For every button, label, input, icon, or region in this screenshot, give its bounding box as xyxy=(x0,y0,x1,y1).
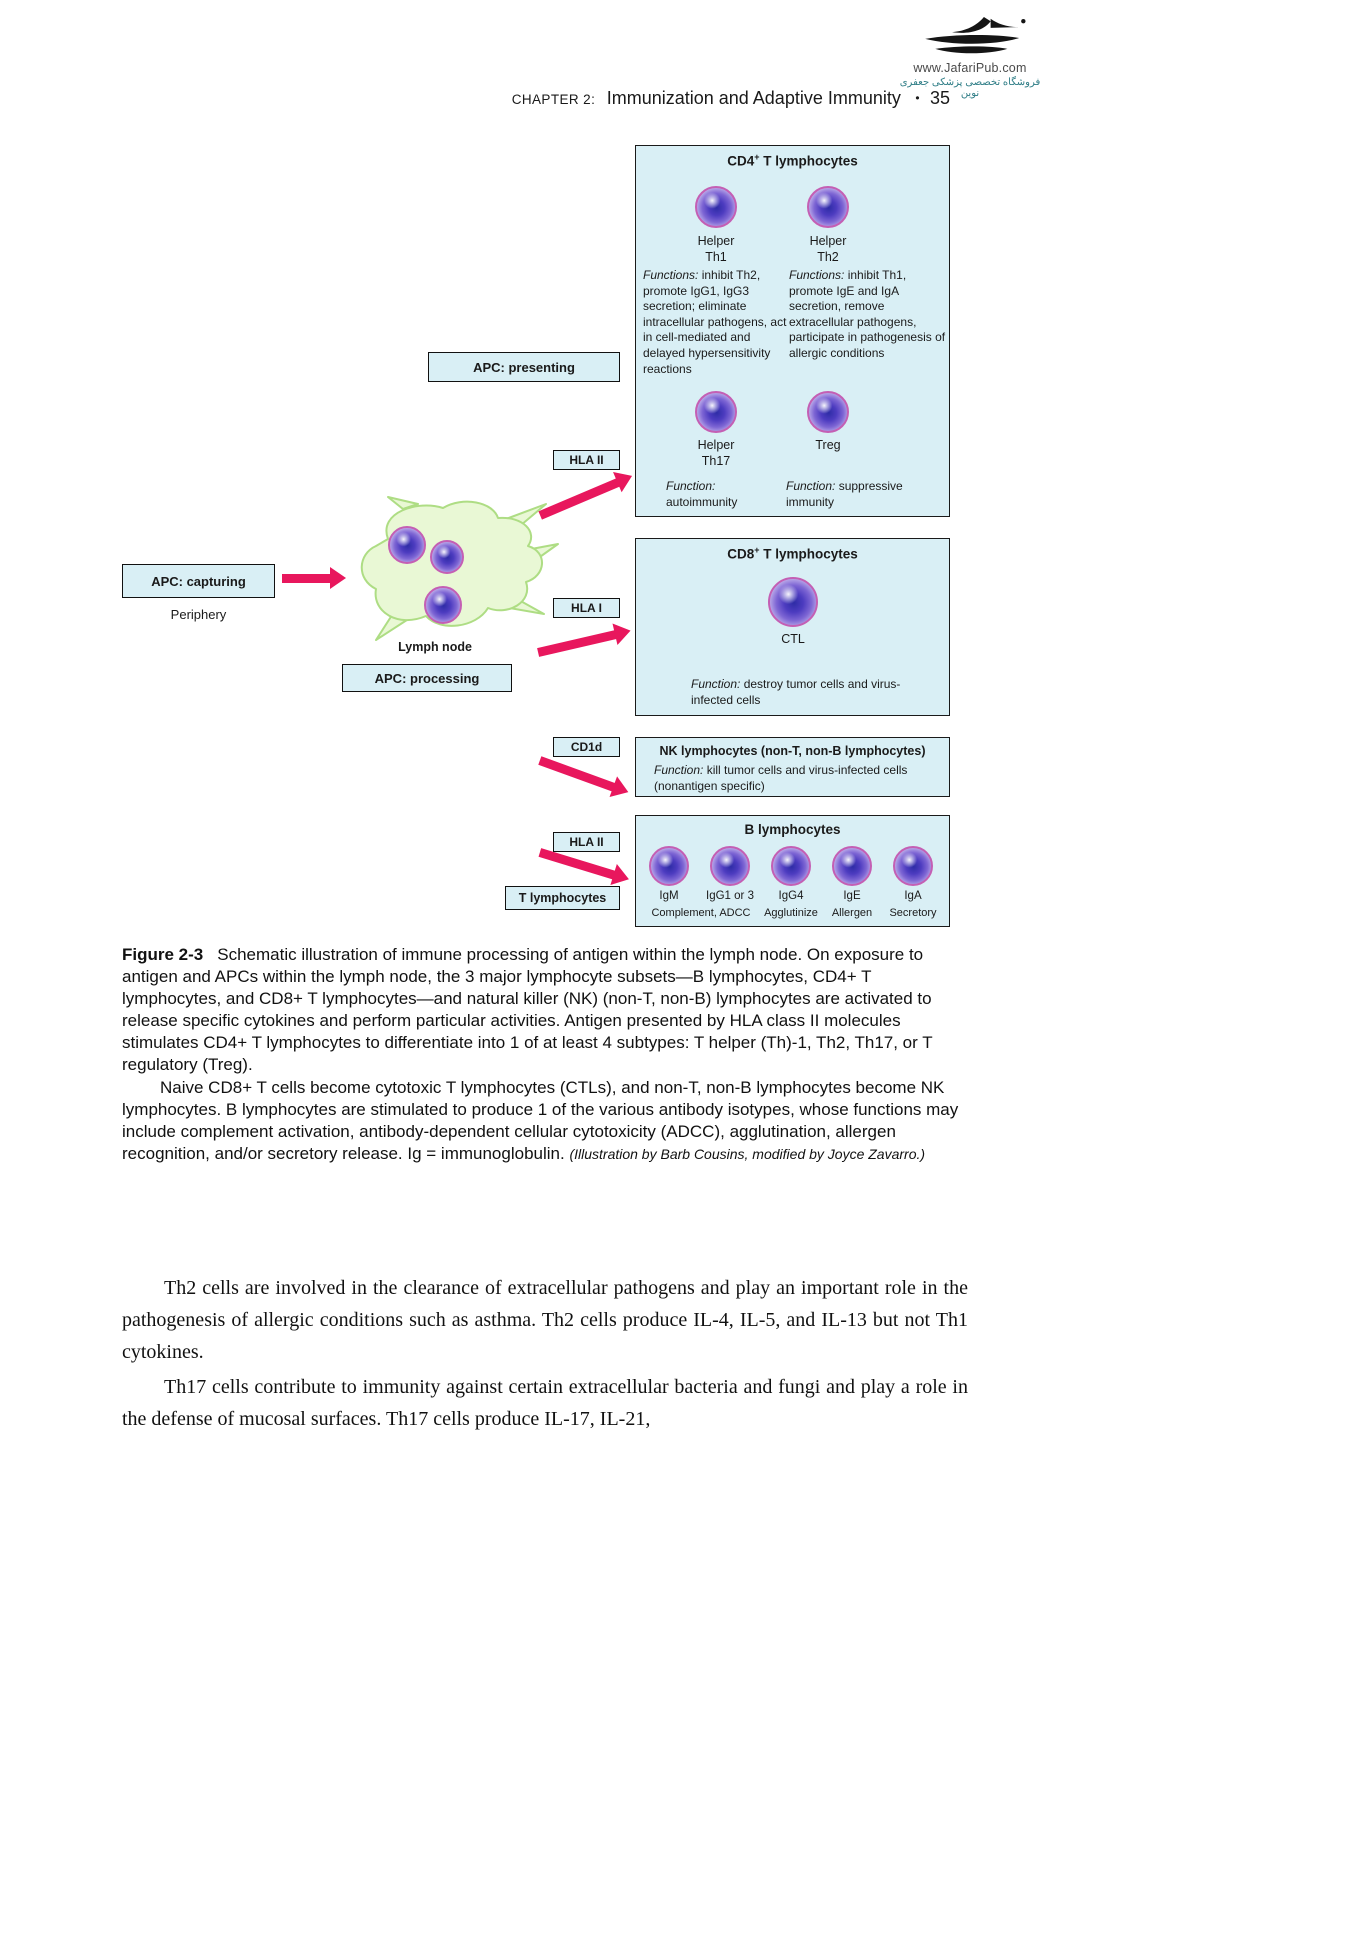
chapter-number: CHAPTER 2: xyxy=(511,92,596,107)
publisher-url: www.JafariPub.com xyxy=(913,61,1027,75)
caption-text-1: Schematic illustration of immune process… xyxy=(122,945,933,1075)
th2-functions-label: Functions: xyxy=(789,268,845,282)
arrow-shaft xyxy=(538,477,621,520)
chapter-title: Immunization and Adaptive Immunity xyxy=(606,88,901,108)
periphery-label: Periphery xyxy=(170,607,227,622)
ctl-function-label: Function: xyxy=(691,677,741,691)
separator-bullet-icon: • xyxy=(915,91,920,105)
th17-function-label: Function: xyxy=(666,479,716,493)
cd1d-label: CD1d xyxy=(553,737,620,757)
cd8-lymphocytes-box: CD8+ T lymphocytes CTL Function: destroy… xyxy=(635,538,950,716)
th2-functions-text: Functions: inhibit Th1, promote IgE and … xyxy=(789,268,946,362)
ige-label: IgE xyxy=(843,890,861,902)
caption-paragraph-2: Naive CD8+ T cells become cytotoxic T ly… xyxy=(122,1077,965,1165)
helper-th2-cell xyxy=(807,186,849,228)
treg-cell xyxy=(807,391,849,433)
arrow-shaft xyxy=(538,847,617,880)
igm-cell xyxy=(649,846,689,886)
cd4-lymphocytes-box: CD4+ T lymphocytes Helper Th1 Helper Th2… xyxy=(635,145,950,517)
cd8-title-sup: + xyxy=(754,545,760,555)
igg1or3-label: IgG1 or 3 xyxy=(706,890,754,902)
helper-th17-label: Helper Th17 xyxy=(697,438,735,468)
ige-cell xyxy=(832,846,872,886)
figure-label: Figure 2-3 xyxy=(122,945,204,964)
ctl-function-body: destroy tumor cells and virus-infected c… xyxy=(691,677,901,707)
helper-th2-label: Helper Th2 xyxy=(809,234,847,264)
page-number: 35 xyxy=(929,88,950,108)
th1-functions-body: inhibit Th2, promote IgG1, IgG3 secretio… xyxy=(643,268,787,376)
treg-function-body: suppressive immunity xyxy=(786,479,903,509)
helper-th17-cell xyxy=(695,391,737,433)
b-lymphocytes-box: B lymphocytes IgM IgG1 or 3 IgG4 IgE IgA… xyxy=(635,815,950,927)
iga-cell xyxy=(893,846,933,886)
treg-label: Treg xyxy=(815,438,841,452)
arrow-apc-capturing-to-node xyxy=(282,566,346,590)
caption-text-2: Naive CD8+ T cells become cytotoxic T ly… xyxy=(122,1077,959,1163)
igm-label: IgM xyxy=(659,890,679,902)
arrow-shaft xyxy=(538,755,617,792)
apc-presenting-label: APC: presenting xyxy=(428,352,620,382)
cd8-title-rest: T lymphocytes xyxy=(759,546,858,562)
nk-function-label: Function: xyxy=(654,763,704,777)
publisher-persian-text: فروشگاه تخصصی پزشکی جعفری نوین xyxy=(899,77,1041,99)
igg4-label: IgG4 xyxy=(778,890,804,902)
publisher-logo: www.JafariPub.com فروشگاه تخصصی پزشکی جع… xyxy=(890,12,1050,99)
arrow-head-icon xyxy=(330,567,346,589)
lymph-node-cell-3 xyxy=(424,586,462,624)
chapter-header: CHAPTER 2: Immunization and Adaptive Imm… xyxy=(250,88,950,109)
cd4-title-rest: T lymphocytes xyxy=(759,153,858,169)
nk-box-title: NK lymphocytes (non-T, non-B lymphocytes… xyxy=(659,744,926,758)
allergen-label: Allergen xyxy=(831,907,873,919)
body-paragraph-th2: Th2 cells are involved in the clearance … xyxy=(122,1277,968,1363)
iga-label: IgA xyxy=(904,890,922,902)
cd4-box-title: CD4+ T lymphocytes xyxy=(636,152,949,169)
b-box-title: B lymphocytes xyxy=(744,822,841,837)
cd8-title-text: CD8 xyxy=(727,546,755,562)
agglutinize-label: Agglutinize xyxy=(764,907,818,919)
arrow-shaft xyxy=(282,573,332,583)
th1-functions-label: Functions: xyxy=(643,268,699,282)
hla1-label: HLA I xyxy=(553,598,620,618)
body-text: Th2 cells are involved in the clearance … xyxy=(122,1272,968,1438)
nk-lymphocytes-box: NK lymphocytes (non-T, non-B lymphocytes… xyxy=(635,737,950,797)
arrow-head-icon xyxy=(612,619,634,645)
arrow-head-icon xyxy=(609,776,633,803)
treg-function-label: Function: xyxy=(786,479,836,493)
th17-function-text: Function: autoimmunity xyxy=(666,479,784,510)
ctl-function-text: Function: destroy tumor cells and virus-… xyxy=(691,677,936,708)
secretory-label: Secretory xyxy=(889,907,937,919)
t-lymphocytes-label: T lymphocytes xyxy=(505,886,620,910)
lymph-node-cell-2 xyxy=(430,540,464,574)
treg-function-text: Function: suppressive immunity xyxy=(786,479,938,510)
lymph-node-cell-1 xyxy=(388,526,426,564)
cd4-title-text: CD4 xyxy=(727,153,755,169)
th17-function-body: autoimmunity xyxy=(666,494,738,509)
cd4-title-sup: + xyxy=(754,152,760,162)
helper-th1-cell xyxy=(695,186,737,228)
publisher-bird-icon xyxy=(924,17,1026,54)
nk-function-text: Function: kill tumor cells and virus-inf… xyxy=(654,763,939,794)
lymph-node-label: Lymph node xyxy=(398,640,472,654)
igg1or3-cell xyxy=(710,846,750,886)
ctl-label: CTL xyxy=(781,632,805,646)
igg4-cell xyxy=(771,846,811,886)
cd8-box-title: CD8+ T lymphocytes xyxy=(636,545,949,562)
apc-processing-label: APC: processing xyxy=(342,664,512,692)
hla2-top-label: HLA II xyxy=(553,450,620,470)
nk-function-body: kill tumor cells and virus-infected cell… xyxy=(654,763,908,793)
ctl-cell xyxy=(768,577,818,627)
helper-th1-label: Helper Th1 xyxy=(697,234,735,264)
hla2-bottom-label: HLA II xyxy=(553,832,620,852)
illustration-credit: (Illustration by Barb Cousins, modified … xyxy=(569,1145,926,1162)
complement-adcc-label: Complement, ADCC xyxy=(651,907,751,919)
th2-functions-body: inhibit Th1, promote IgE and IgA secreti… xyxy=(789,268,946,360)
th1-functions-text: Functions: inhibit Th2, promote IgG1, Ig… xyxy=(643,268,789,377)
apc-capturing-label: APC: capturing xyxy=(122,564,275,598)
body-paragraph-th17: Th17 cells contribute to immunity agains… xyxy=(122,1376,968,1430)
